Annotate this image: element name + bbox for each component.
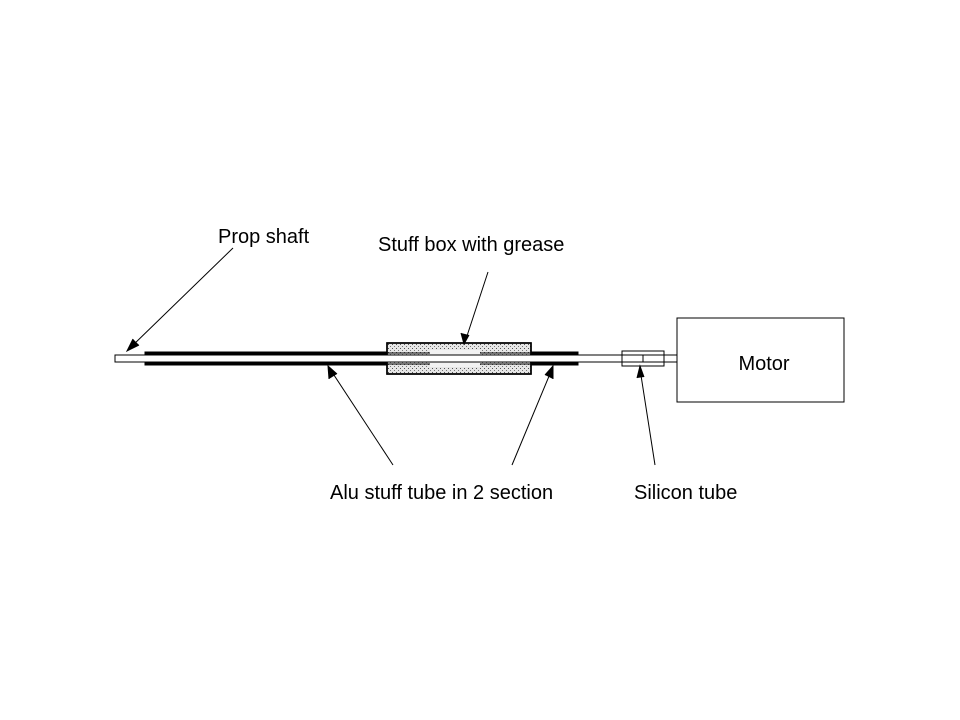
alu-tube-arrowhead-right xyxy=(544,364,554,379)
motor-label: Motor xyxy=(738,353,789,375)
alu-tube-arrow-left xyxy=(329,368,394,466)
silicon-tube xyxy=(621,350,665,367)
prop-shaft-label: Prop shaft xyxy=(218,226,310,248)
alu-tube-arrowhead-left xyxy=(327,364,338,380)
silicon-tube-label: Silicon tube xyxy=(634,482,737,504)
alu-tube-arrow-right xyxy=(511,368,553,466)
callout-arrows xyxy=(125,247,656,466)
alu-tube-label: Alu stuff tube in 2 section xyxy=(330,482,553,504)
prop-shaft-arrow xyxy=(129,247,234,349)
stuff-box-arrowhead xyxy=(460,332,470,346)
motor-box: Motor xyxy=(676,317,845,403)
prop-shaft-arrowhead xyxy=(125,338,140,353)
silicon-tube-arrow xyxy=(639,368,656,466)
stuff-box-label: Stuff box with grease xyxy=(378,234,564,256)
silicon-tube-arrowhead xyxy=(636,364,645,379)
prop-shaft xyxy=(114,354,680,363)
stuff-box-arrow xyxy=(464,271,489,343)
